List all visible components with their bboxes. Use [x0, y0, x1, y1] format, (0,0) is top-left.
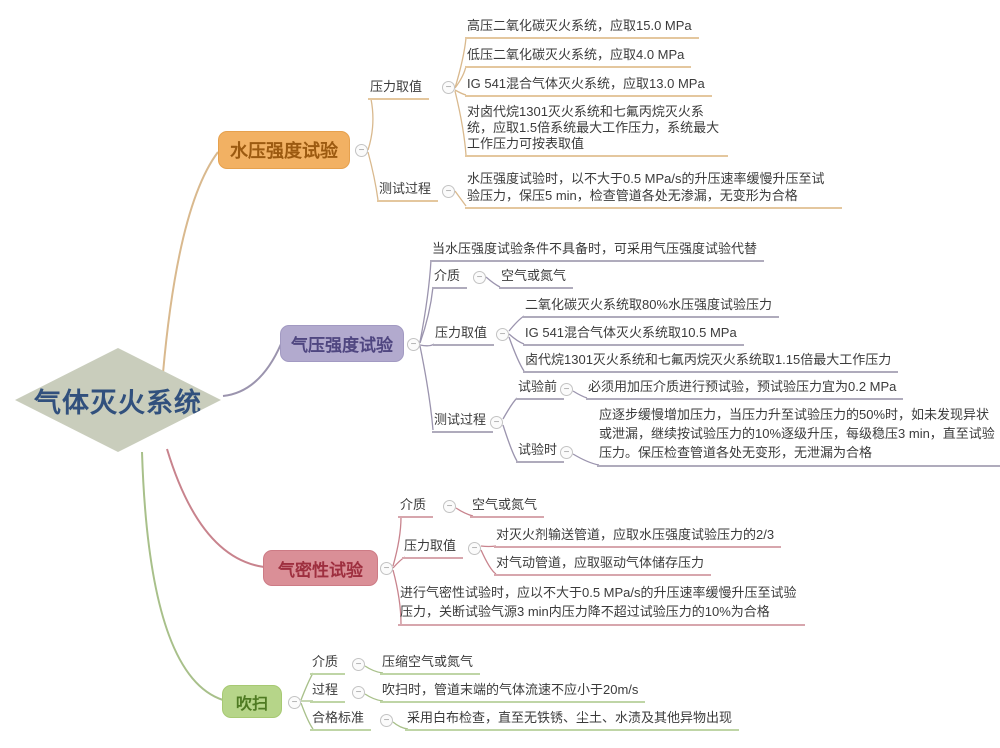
- topic-b1-pressure-item[interactable]: 对卤代烷1301灭火系统和七氟丙烷灭火系统，应取1.5倍系统最大工作压力，系统最…: [465, 104, 728, 157]
- collapse-icon[interactable]: −: [468, 542, 481, 555]
- topic-b4-medium-label[interactable]: 介质: [310, 654, 346, 675]
- topic-b3-medium-label[interactable]: 介质: [398, 497, 434, 518]
- connector-root-branch2: [222, 343, 282, 397]
- collapse-icon[interactable]: −: [443, 500, 456, 513]
- collapse-icon[interactable]: −: [560, 446, 573, 459]
- topic-b2-intro[interactable]: 当水压强度试验条件不具备时，可采用气压强度试验代替: [430, 241, 765, 262]
- topic-b1-pressure-item[interactable]: 低压二氧化碳灭火系统，应取4.0 MPa: [465, 47, 692, 68]
- topic-b1-pressure-item[interactable]: 高压二氧化碳灭火系统，应取15.0 MPa: [465, 18, 699, 39]
- branch-node-label: 水压强度试验: [230, 141, 338, 161]
- connector-root-branch3: [166, 448, 265, 568]
- topic-b4-process-label[interactable]: 过程: [310, 682, 346, 703]
- topic-b2-pressure-item[interactable]: 卤代烷1301灭火系统和七氟丙烷灭火系统取1.15倍最大工作压力: [523, 352, 899, 373]
- topic-b3-pressure-label[interactable]: 压力取值: [402, 538, 464, 559]
- branch-node-label: 气密性试验: [278, 560, 363, 580]
- branch-node-pneumatic-test[interactable]: 气压强度试验: [280, 325, 404, 362]
- branch-node-label: 吹扫: [235, 695, 268, 713]
- collapse-icon[interactable]: −: [380, 562, 393, 575]
- topic-b2-process-label[interactable]: 测试过程: [432, 412, 494, 433]
- topic-b3-pressure-item[interactable]: 对气动管道，应取驱动气体储存压力: [494, 555, 712, 576]
- topic-b2-medium-value[interactable]: 空气或氮气: [499, 268, 574, 289]
- connector-root-branch1: [162, 151, 219, 374]
- collapse-icon[interactable]: −: [355, 144, 368, 157]
- topic-b4-standard-value[interactable]: 采用白布检查，直至无铁锈、尘土、水渍及其他异物出现: [405, 710, 740, 731]
- topic-b2-before-label[interactable]: 试验前: [516, 379, 565, 400]
- collapse-icon[interactable]: −: [407, 338, 420, 351]
- collapse-icon[interactable]: −: [496, 328, 509, 341]
- collapse-icon[interactable]: −: [288, 696, 301, 709]
- topic-b2-during-label[interactable]: 试验时: [516, 442, 565, 463]
- collapse-icon[interactable]: −: [442, 81, 455, 94]
- topic-b2-medium-label[interactable]: 介质: [432, 268, 468, 289]
- topic-b3-outro[interactable]: 进行气密性试验时，应以不大于0.5 MPa/s的升压速率缓慢升压至试验压力，关断…: [398, 583, 805, 626]
- connector-root-branch4: [141, 451, 224, 701]
- topic-b2-pressure-label[interactable]: 压力取值: [433, 325, 495, 346]
- branch-node-purge[interactable]: 吹扫: [222, 685, 282, 718]
- topic-b1-pressure-label[interactable]: 压力取值: [368, 79, 430, 100]
- topic-b4-medium-value[interactable]: 压缩空气或氮气: [380, 654, 481, 675]
- root-node-label: 气体灭火系统: [34, 387, 202, 418]
- topic-b1-process-text[interactable]: 水压强度试验时，以不大于0.5 MPa/s的升压速率缓慢升压至试验压力，保压5 …: [465, 170, 842, 209]
- topic-b3-pressure-item[interactable]: 对灭火剂输送管道，应取水压强度试验压力的2/3: [494, 527, 782, 548]
- collapse-icon[interactable]: −: [560, 383, 573, 396]
- topic-b4-standard-label[interactable]: 合格标准: [310, 710, 372, 731]
- topic-b2-before-text[interactable]: 必须用加压介质进行预试验，预试验压力宜为0.2 MPa: [586, 379, 904, 400]
- collapse-icon[interactable]: −: [442, 185, 455, 198]
- collapse-icon[interactable]: −: [490, 416, 503, 429]
- topic-b3-medium-value[interactable]: 空气或氮气: [470, 497, 545, 518]
- collapse-icon[interactable]: −: [352, 658, 365, 671]
- collapse-icon[interactable]: −: [352, 686, 365, 699]
- collapse-icon[interactable]: −: [380, 714, 393, 727]
- root-node[interactable]: 气体灭火系统: [15, 348, 221, 452]
- branch-node-label: 气压强度试验: [291, 336, 393, 355]
- topic-b1-pressure-item[interactable]: IG 541混合气体灭火系统，应取13.0 MPa: [465, 76, 712, 97]
- topic-b2-pressure-item[interactable]: 二氧化碳灭火系统取80%水压强度试验压力: [523, 297, 780, 318]
- topic-b1-process-label[interactable]: 测试过程: [377, 181, 439, 202]
- branch-node-hydro-test[interactable]: 水压强度试验: [218, 131, 350, 169]
- topic-b2-during-text[interactable]: 应逐步缓慢增加压力，当压力升至试验压力的50%时，如未发现异状或泄漏，继续按试验…: [597, 405, 1000, 467]
- topic-b2-pressure-item[interactable]: IG 541混合气体灭火系统取10.5 MPa: [523, 325, 744, 346]
- topic-b4-process-value[interactable]: 吹扫时，管道末端的气体流速不应小于20m/s: [380, 682, 646, 703]
- collapse-icon[interactable]: −: [473, 271, 486, 284]
- branch-node-airtight-test[interactable]: 气密性试验: [263, 550, 378, 586]
